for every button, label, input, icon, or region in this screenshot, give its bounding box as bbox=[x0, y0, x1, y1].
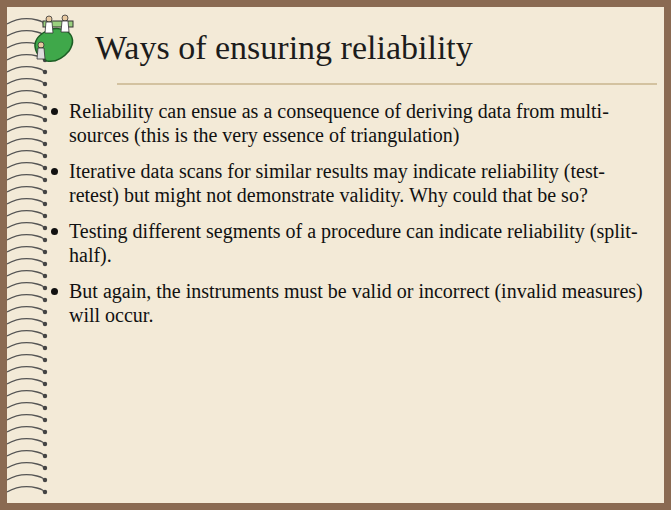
spiral-coil bbox=[7, 211, 43, 216]
bullet-dot bbox=[51, 288, 58, 295]
binding-hole bbox=[43, 286, 47, 290]
spiral-coil bbox=[7, 427, 43, 432]
binding-hole bbox=[43, 226, 47, 230]
binding-hole bbox=[43, 250, 47, 254]
spiral-coil bbox=[7, 367, 43, 372]
binding-hole bbox=[43, 490, 47, 494]
spiral-coil bbox=[7, 487, 43, 492]
binding-hole bbox=[43, 214, 47, 218]
spiral-coil bbox=[7, 163, 43, 168]
bullet-item: But again, the instruments must be valid… bbox=[47, 279, 645, 327]
binding-hole bbox=[43, 478, 47, 482]
bullet-dot bbox=[51, 168, 58, 175]
binding-hole bbox=[43, 382, 47, 386]
spiral-coil bbox=[7, 259, 43, 264]
spiral-coil bbox=[7, 199, 43, 204]
spiral-coil bbox=[7, 247, 43, 252]
spiral-coil bbox=[7, 295, 43, 300]
binding-hole bbox=[43, 334, 47, 338]
spiral-coil bbox=[7, 475, 43, 480]
binding-hole bbox=[43, 166, 47, 170]
bullet-text: Iterative data scans for similar results… bbox=[69, 160, 605, 206]
binding-hole bbox=[43, 454, 47, 458]
bullet-item: Reliability can ensue as a consequence o… bbox=[47, 99, 645, 147]
spiral-coil bbox=[7, 403, 43, 408]
binding-hole bbox=[43, 418, 47, 422]
binding-hole bbox=[43, 82, 47, 86]
binding-hole bbox=[43, 238, 47, 242]
binding-hole bbox=[43, 442, 47, 446]
binding-hole bbox=[43, 346, 47, 350]
spiral-coil bbox=[7, 343, 43, 348]
spiral-coil bbox=[7, 175, 43, 180]
binding-hole bbox=[43, 178, 47, 182]
binding-hole bbox=[43, 298, 47, 302]
spiral-coil bbox=[7, 439, 43, 444]
bullet-text: But again, the instruments must be valid… bbox=[69, 280, 643, 326]
title-rule bbox=[117, 83, 657, 85]
binding-hole bbox=[43, 466, 47, 470]
binding-hole bbox=[43, 406, 47, 410]
spiral-coil bbox=[7, 307, 43, 312]
spiral-coil bbox=[7, 151, 43, 156]
spiral-coil bbox=[7, 187, 43, 192]
spiral-coil bbox=[7, 103, 43, 108]
spiral-coil bbox=[7, 127, 43, 132]
slide-panel: Ways of ensuring reliabilityReliability … bbox=[7, 7, 664, 503]
binding-hole bbox=[43, 142, 47, 146]
spiral-coil bbox=[7, 283, 43, 288]
binding-hole bbox=[43, 262, 47, 266]
bullet-dot bbox=[51, 108, 58, 115]
binding-hole bbox=[43, 118, 47, 122]
bullet-item: Iterative data scans for similar results… bbox=[47, 159, 645, 207]
spiral-coil bbox=[7, 91, 43, 96]
spiral-coil bbox=[7, 19, 43, 24]
binding-hole bbox=[43, 106, 47, 110]
binding-hole bbox=[43, 274, 47, 278]
bullet-text: Testing different segments of a procedur… bbox=[69, 220, 638, 266]
spiral-coil bbox=[7, 331, 43, 336]
spiral-coil bbox=[7, 355, 43, 360]
spiral-coil bbox=[7, 67, 43, 72]
binding-hole bbox=[43, 70, 47, 74]
binding-hole bbox=[43, 202, 47, 206]
binding-hole bbox=[43, 94, 47, 98]
spiral-coil bbox=[7, 463, 43, 468]
binding-hole bbox=[43, 430, 47, 434]
spiral-coil bbox=[7, 451, 43, 456]
binding-hole bbox=[43, 322, 47, 326]
binding-hole bbox=[43, 154, 47, 158]
spiral-coil bbox=[7, 139, 43, 144]
spiral-coil bbox=[7, 79, 43, 84]
bullet-dot bbox=[51, 228, 58, 235]
spiral-coil bbox=[7, 235, 43, 240]
spiral-binding bbox=[7, 19, 47, 495]
spiral-coil bbox=[7, 223, 43, 228]
binding-hole bbox=[43, 358, 47, 362]
binding-hole bbox=[43, 130, 47, 134]
spiral-coil bbox=[7, 415, 43, 420]
binding-hole bbox=[43, 190, 47, 194]
spiral-coil bbox=[7, 391, 43, 396]
spiral-coil bbox=[7, 31, 43, 36]
spiral-coil bbox=[7, 115, 43, 120]
bullet-text: Reliability can ensue as a consequence o… bbox=[69, 100, 609, 146]
bullet-item: Testing different segments of a procedur… bbox=[47, 219, 645, 267]
bullet-list: Reliability can ensue as a consequence o… bbox=[47, 99, 645, 339]
binding-hole bbox=[43, 310, 47, 314]
binding-hole bbox=[43, 394, 47, 398]
spiral-coil bbox=[7, 271, 43, 276]
slide-title: Ways of ensuring reliability bbox=[95, 29, 473, 67]
spiral-coil bbox=[7, 379, 43, 384]
binding-hole bbox=[43, 370, 47, 374]
people-icon bbox=[35, 15, 73, 61]
spiral-coil bbox=[7, 319, 43, 324]
